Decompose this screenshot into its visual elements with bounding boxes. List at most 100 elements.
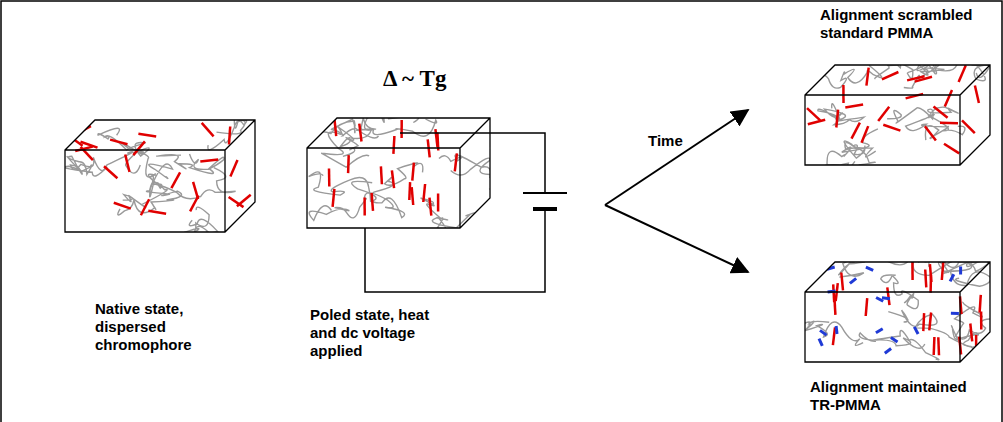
crosslink (876, 298, 883, 302)
crosslink (819, 339, 822, 346)
chromophore (807, 108, 820, 120)
polymer-chain (439, 155, 498, 191)
state-label: Poled state, heat and dc voltage applied (310, 306, 450, 360)
chromophore (925, 270, 926, 288)
chromophore (980, 311, 983, 329)
time-arrows (605, 110, 748, 272)
polymer-chain (123, 174, 168, 207)
polymer-block (805, 60, 998, 170)
chromophore (347, 155, 350, 173)
chromophore (423, 184, 425, 202)
polymer-block (64, 115, 255, 239)
block-ground (805, 65, 990, 165)
chromophore (430, 198, 432, 216)
chromophore (190, 196, 198, 212)
chromophore (202, 123, 214, 137)
polymer-chain (887, 107, 958, 123)
polymer-chains (301, 111, 498, 231)
chromophore (455, 153, 457, 171)
crosslink (876, 329, 883, 333)
polymer-chain (818, 104, 864, 125)
block-outline (805, 65, 990, 165)
crosslink (885, 349, 891, 354)
crosslink (959, 267, 962, 275)
crosslink (820, 330, 827, 335)
battery-plate (533, 207, 557, 211)
chromophore (945, 90, 952, 107)
chromophore (359, 124, 361, 142)
chromophore (911, 262, 914, 280)
polymer-chain (805, 65, 882, 88)
polymer-chains (797, 255, 1000, 360)
block-outline (805, 262, 990, 362)
chromophore (841, 273, 843, 291)
block-outline (65, 120, 255, 232)
chromophore (959, 65, 966, 82)
chromophore (887, 287, 889, 305)
polymer-chain (309, 193, 393, 220)
chromophore (328, 169, 331, 187)
chromophore (907, 76, 925, 80)
chromophore (171, 172, 180, 188)
chromophore (925, 126, 936, 140)
block-ground (65, 120, 255, 232)
chromophore (110, 140, 127, 145)
wire (400, 133, 545, 193)
chromophore (980, 295, 981, 313)
crosslink (914, 327, 918, 334)
chromophore (852, 123, 860, 139)
chromophore (104, 166, 117, 178)
chromophore (878, 107, 889, 121)
chromophore (125, 155, 129, 172)
arrow (605, 110, 748, 205)
polymer-chain (186, 207, 218, 239)
chromophore (975, 335, 978, 353)
polymer-chain (844, 141, 876, 165)
chromophore (333, 189, 335, 207)
chromophore (372, 193, 373, 211)
chromophore (883, 125, 900, 131)
polymer-chain (301, 119, 379, 145)
chromophore (866, 298, 868, 316)
chromophore (138, 134, 156, 137)
chromophore (229, 197, 244, 207)
crosslink (951, 312, 959, 315)
chromophore (363, 198, 366, 216)
polymer-chains (805, 60, 998, 170)
crosslink (891, 338, 898, 343)
block-ground (805, 262, 990, 362)
chromophore (929, 275, 932, 293)
chromophore (133, 141, 145, 155)
polymer-block (797, 255, 1000, 363)
polymer-chain (309, 172, 376, 202)
chromophore (400, 120, 403, 138)
chromophore (230, 160, 237, 177)
chromophore (314, 118, 316, 136)
state-label: Native state, dispersed chromophore (95, 300, 200, 354)
chromophore (845, 105, 863, 108)
crosslink (882, 298, 890, 299)
chromophore (393, 136, 394, 154)
polymer-chain (938, 60, 998, 81)
polymer-chains (64, 115, 250, 239)
polymer-blocks (64, 60, 999, 362)
chromophore (970, 324, 972, 342)
chromophore (962, 120, 975, 133)
chromophore (836, 110, 838, 128)
crosslink (950, 274, 954, 281)
polymer-chain (904, 64, 945, 88)
chromophore (937, 337, 940, 355)
polymer-chain (149, 164, 236, 199)
crosslink (850, 278, 856, 283)
polymer-chain (906, 115, 965, 141)
chromophore (808, 120, 825, 125)
polymer-chain (421, 198, 475, 230)
chromophore (866, 68, 868, 86)
chromophore (141, 199, 149, 215)
chromophore (381, 166, 382, 184)
polymer-chain (797, 321, 863, 345)
chromophore (934, 106, 948, 117)
